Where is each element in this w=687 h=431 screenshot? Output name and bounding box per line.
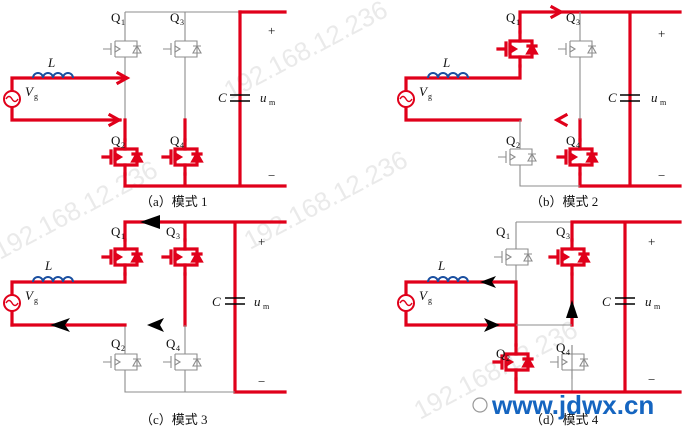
wechat-icon [472,397,488,413]
svg-text:3: 3 [576,18,580,27]
capacitor-label: C [218,90,227,105]
svg-text:C: C [602,294,611,309]
svg-text:V: V [25,288,35,303]
svg-text:Q: Q [111,336,121,351]
svg-text:2: 2 [516,141,520,150]
site-watermark: www.jdwx.cn [491,390,654,420]
q4-label: Q [170,133,180,148]
svg-text:+: + [648,234,655,249]
svg-text:3: 3 [566,232,570,241]
panel-c [3,215,287,394]
svg-text:Q: Q [566,133,576,148]
svg-text:1: 1 [506,232,510,241]
svg-text:g: g [428,296,432,305]
svg-text:Q: Q [506,10,516,25]
panel-d [397,220,682,394]
caption-b: （b）模式 2 [530,194,598,209]
svg-text:Q: Q [506,133,516,148]
svg-text:2: 2 [121,141,125,150]
svg-text:V: V [419,84,429,99]
svg-text:4: 4 [176,344,180,353]
svg-text:g: g [34,92,38,101]
svg-text:m: m [269,98,276,107]
svg-text:−: − [658,168,665,183]
svg-text:Q: Q [556,340,566,355]
svg-text:u: u [651,90,658,105]
q2-label: Q [111,133,121,148]
svg-text:L: L [44,258,52,273]
svg-text:Q: Q [496,224,506,239]
svg-text:1: 1 [516,18,520,27]
svg-text:V: V [419,288,429,303]
svg-text:Q: Q [556,224,566,239]
svg-text:L: L [442,55,450,70]
svg-text:4: 4 [566,348,570,357]
svg-text:m: m [654,302,661,311]
minus-label: − [268,168,275,183]
svg-text:Q: Q [496,346,506,361]
svg-text:4: 4 [576,141,580,150]
svg-text:1: 1 [121,18,125,27]
svg-text:Q: Q [166,224,176,239]
svg-text:m: m [660,98,667,107]
svg-text:C: C [212,294,221,309]
svg-text:L: L [437,258,445,273]
svg-text:2: 2 [121,344,125,353]
panel-b [397,4,682,188]
svg-text:g: g [34,296,38,305]
svg-text:−: − [258,374,265,389]
inductor-label: L [47,55,55,70]
q3-label: Q [170,10,180,25]
voltage-label: u [260,90,267,105]
svg-text:3: 3 [180,18,184,27]
svg-text:Q: Q [166,336,176,351]
svg-text:+: + [658,26,665,41]
q1-label: Q [111,10,121,25]
svg-text:2: 2 [506,354,510,363]
caption-d: （d）模式 4 [530,412,599,427]
caption-a: （a）模式 1 [140,194,208,209]
watermark-text: 192.168.12.236 [219,0,393,105]
svg-text:3: 3 [176,232,180,241]
svg-text:C: C [608,90,617,105]
svg-text:Q: Q [111,224,121,239]
plus-label: + [268,23,275,38]
svg-text:u: u [254,294,261,309]
svg-text:+: + [258,234,265,249]
svg-text:−: − [648,372,655,387]
panel-a [3,10,287,188]
svg-text:m: m [263,302,270,311]
caption-c: （c）模式 3 [140,412,208,427]
svg-text:4: 4 [180,141,184,150]
svg-text:u: u [645,294,652,309]
svg-text:g: g [428,92,432,101]
svg-text:1: 1 [121,232,125,241]
svg-text:Q: Q [566,10,576,25]
source-label: V [25,84,35,99]
